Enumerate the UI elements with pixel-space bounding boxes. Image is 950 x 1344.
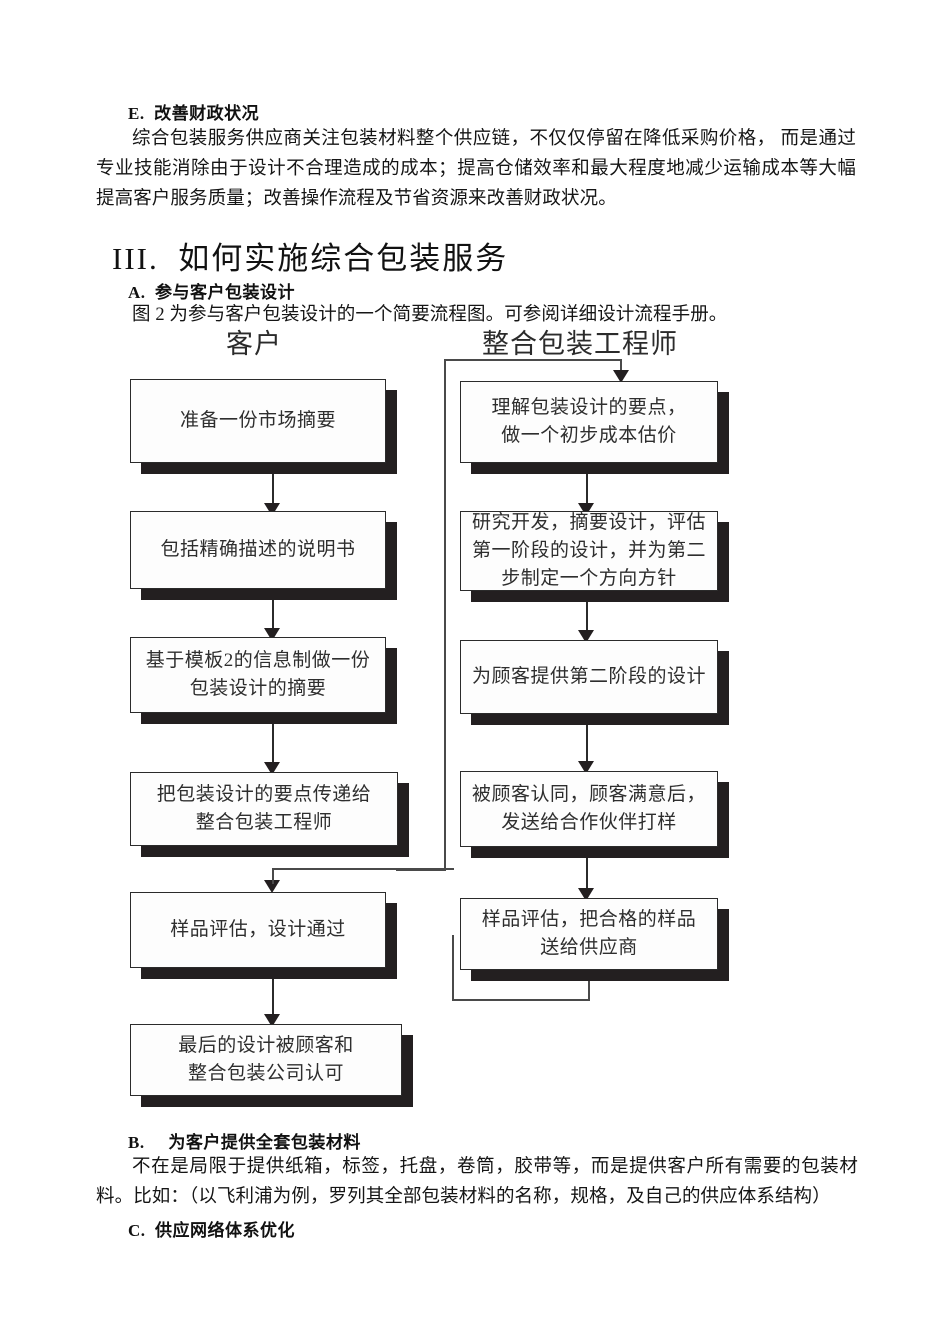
flow-box-customer-2: 包括精确描述的说明书: [130, 511, 386, 589]
route-to-engineer-top: [444, 359, 622, 361]
flow-box-engineer-2: 研究开发，摘要设计，评估 第一阶段的设计，并为第二 步制定一个方向方针: [460, 511, 718, 591]
connector-engineer-4-5: [586, 858, 589, 892]
flow-box-customer-6: 最后的设计被顾客和 整合包装公司认可: [130, 1024, 402, 1096]
connector-customer-5-6: [272, 979, 275, 1017]
arrow-engineer-3-4: [578, 761, 594, 774]
section-iii-heading: III. 如何实施综合包装服务: [112, 241, 509, 276]
lane-title-customer: 客户: [226, 329, 282, 359]
section-a-heading: A. 参与客户包装设计: [128, 283, 296, 302]
flow-box-engineer-3: 为顾客提供第二阶段的设计: [460, 640, 718, 714]
route-from-customer-step-4: [396, 869, 446, 871]
connector-engineer-2-3: [586, 602, 589, 634]
section-b-heading: B. 为客户提供全套包装材料: [128, 1133, 361, 1152]
arrow-engineer-2-3: [578, 630, 594, 643]
section-e-heading: E. 改善财政状况: [128, 104, 260, 123]
lane-title-engineer: 整合包装工程师: [482, 329, 678, 359]
connector-customer-1-2: [272, 474, 275, 508]
section-c-heading: C. 供应网络体系优化: [128, 1221, 296, 1240]
arrow-into-engineer-step-1: [613, 370, 629, 383]
arrow-engineer-4-5: [578, 888, 594, 901]
flow-box-engineer-4: 被顾客认同，顾客满意后， 发送给合作伙伴打样: [460, 771, 718, 847]
route-loopback-final-drop: [272, 868, 274, 884]
connector-engineer-1-2: [586, 474, 589, 508]
arrow-into-customer-step-5: [264, 880, 280, 893]
route-loopback-left: [452, 999, 590, 1001]
route-loopback-drop: [588, 981, 590, 1001]
flow-box-engineer-5: 样品评估，把合格的样品 送给供应商: [460, 898, 718, 970]
arrow-customer-3-4: [264, 762, 280, 775]
section-b-paragraph: 不在是局限于提供纸箱，标签，托盘，卷筒，胶带等，而是提供客户所有需要的包装材料。…: [96, 1157, 858, 1207]
route-to-engineer-drop: [620, 359, 622, 373]
section-a-paragraph: 图 2 为参与客户包装设计的一个简要流程图。可参阅详细设计流程手册。: [132, 305, 728, 325]
flow-box-customer-5: 样品评估，设计通过: [130, 892, 386, 968]
flow-box-customer-4: 把包装设计的要点传递给 整合包装工程师: [130, 772, 398, 846]
flow-box-customer-3: 基于模板2的信息制做一份 包装设计的摘要: [130, 637, 386, 713]
section-e-paragraph: 综合包装服务供应商关注包装材料整个供应链，不仅仅停留在降低采购价格， 而是通过专…: [96, 129, 856, 209]
connector-customer-2-3: [272, 600, 275, 632]
flow-box-engineer-1: 理解包装设计的要点， 做一个初步成本估价: [460, 381, 718, 463]
route-engineer-spine: [444, 359, 446, 871]
arrow-customer-5-6: [264, 1014, 280, 1027]
route-loopback-rise: [452, 935, 454, 1001]
connector-customer-3-4: [272, 724, 275, 766]
connector-engineer-3-4: [586, 725, 589, 765]
route-loopback-to-customer: [272, 868, 454, 870]
flow-box-customer-1: 准备一份市场摘要: [130, 379, 386, 463]
